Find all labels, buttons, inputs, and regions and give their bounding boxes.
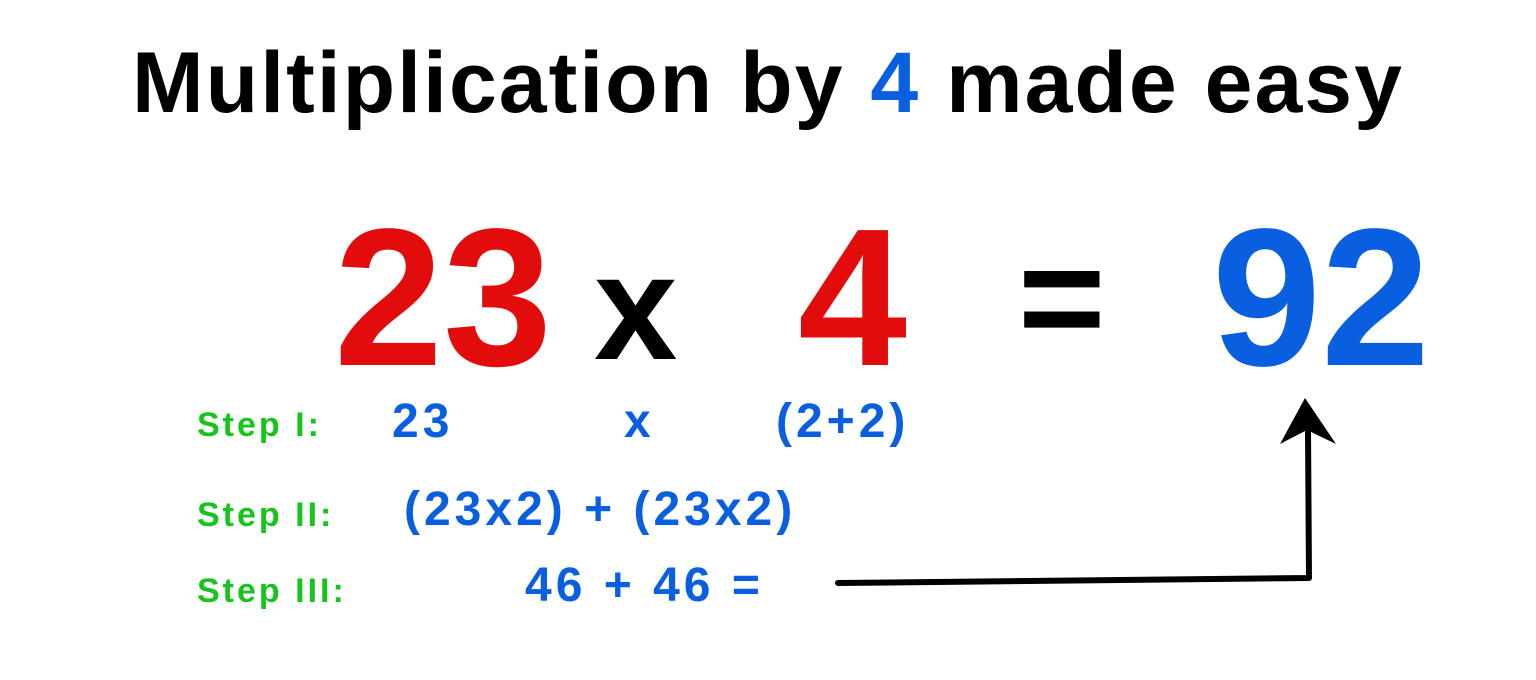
equals-sign: = [1018, 213, 1106, 381]
step-1-times: x [624, 395, 655, 448]
times-sign: x [594, 223, 678, 391]
step-1-number: 23 [392, 395, 454, 448]
title-text: Multiplication by [132, 35, 871, 131]
result: 92 [1212, 188, 1431, 407]
title-text-end: made easy [920, 35, 1404, 131]
step-3-expression: 46 + 46 = [525, 559, 764, 612]
multiplier: 4 [798, 188, 908, 407]
title-highlight: 4 [870, 35, 921, 131]
step-2-expression: (23x2) + (23x2) [404, 483, 797, 536]
step-1-split: (2+2) [776, 395, 910, 448]
multiplicand: 23 [334, 188, 553, 407]
step-1-label: Step I: [197, 406, 322, 444]
step-3-label: Step III: [197, 572, 347, 610]
step-2-label: Step II: [197, 496, 335, 534]
page-title: Multiplication by 4 made easy [0, 40, 1536, 126]
